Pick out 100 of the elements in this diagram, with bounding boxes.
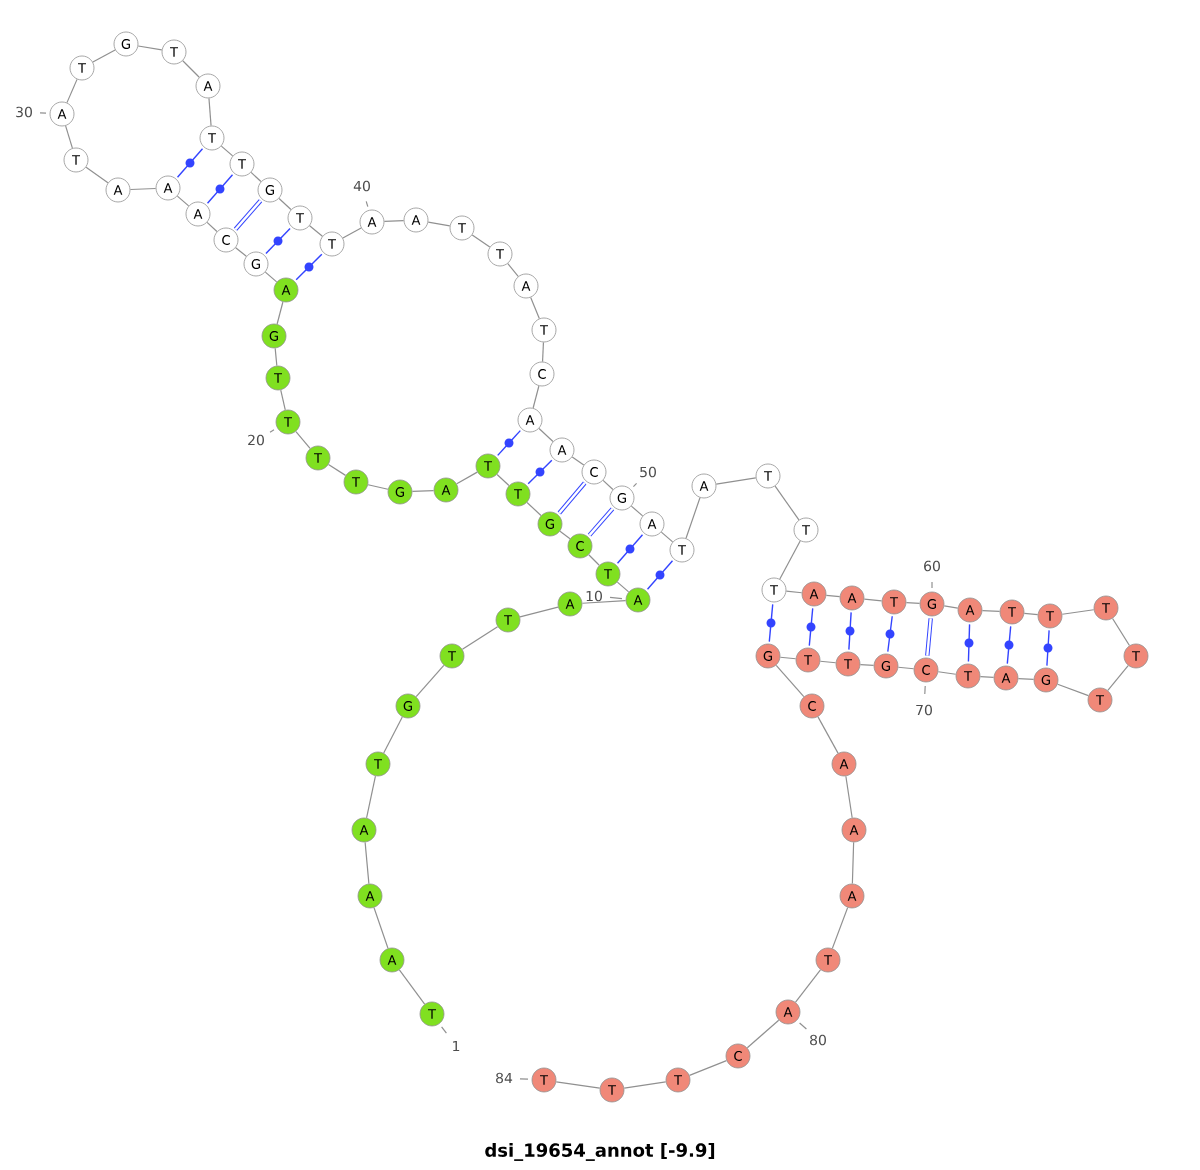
backbone-line [1023, 612, 1039, 616]
backbone-line [220, 145, 234, 157]
base-pair-line [527, 459, 553, 485]
backbone-line [937, 671, 957, 675]
backbone-line [276, 301, 284, 325]
backbone-line [250, 171, 262, 183]
backbone-line [541, 341, 545, 363]
base-pair-line [295, 253, 323, 281]
backbone-line [526, 501, 542, 517]
backbone-line [364, 841, 370, 885]
backbone-line [794, 969, 822, 1003]
backbone-line [383, 716, 403, 754]
backbone-line [602, 479, 614, 491]
base-pair-line [1043, 629, 1053, 667]
backbone-line [137, 45, 163, 51]
backbone-line [309, 225, 323, 237]
base-pair-line [233, 199, 263, 231]
backbone-line [411, 489, 435, 493]
backbone-line [555, 1081, 601, 1089]
backbone-line [206, 221, 218, 233]
backbone-line [383, 219, 405, 222]
backbone-line [581, 600, 627, 604]
backbone-line [461, 626, 499, 650]
backbone-line [373, 907, 389, 949]
backbone-line [235, 247, 247, 257]
backbone-line [1107, 665, 1129, 691]
backbone-line [979, 676, 995, 678]
backbone-line [398, 969, 426, 1005]
backbone-line [208, 97, 212, 127]
backbone-line [905, 602, 921, 604]
base-pair-line [845, 611, 855, 651]
backbone-line [571, 456, 585, 466]
backbone-line [851, 841, 855, 885]
base-pair-line [806, 607, 816, 647]
backbone-line [264, 271, 278, 283]
backbone-line [775, 664, 805, 698]
caption: dsi_19654_annot [-9.9] [485, 1143, 715, 1161]
backbone-line [538, 427, 554, 443]
backbone-line [176, 195, 190, 207]
base-pair-line [616, 534, 644, 564]
base-pair-line [885, 615, 895, 653]
backbone-line [845, 775, 853, 819]
base-pair-line [265, 227, 291, 255]
backbone-line [471, 234, 491, 248]
backbone-line [1017, 678, 1035, 680]
backbone-line [1061, 609, 1095, 615]
backbone-line [715, 477, 757, 485]
backbone-line [630, 505, 644, 517]
backbone-line [532, 385, 540, 409]
backbone-line [519, 606, 559, 618]
backbone-line [623, 1081, 667, 1089]
backbone-line [367, 484, 389, 490]
backbone-line [825, 594, 841, 598]
backbone-line [427, 221, 451, 227]
backbone-line [365, 775, 377, 819]
backbone-line [496, 473, 510, 487]
backbone-line [66, 78, 78, 104]
backbone-line [831, 907, 849, 949]
backbone-line [92, 49, 116, 63]
backbone-line [943, 605, 959, 609]
backbone-line [685, 497, 701, 539]
backbone-line [182, 60, 200, 78]
base-pair-line [176, 148, 204, 178]
base-pair-line [925, 618, 933, 656]
backbone-line [863, 598, 883, 602]
backbone-line [1057, 683, 1089, 697]
backbone-line [981, 609, 1001, 612]
backbone-line [897, 666, 915, 670]
base-pair-line [964, 623, 974, 663]
backbone-line [456, 471, 478, 485]
backbone-line [295, 430, 311, 450]
backbone-line [65, 125, 73, 149]
backbone-line [1111, 617, 1131, 647]
backbone-line [342, 227, 362, 239]
backbone-line [688, 1060, 728, 1076]
base-pair-line [497, 429, 521, 457]
backbone-line [817, 716, 839, 754]
backbone-line [327, 464, 347, 476]
backbone-line [415, 664, 445, 698]
base-pair-line [206, 174, 234, 204]
backbone-line [129, 187, 157, 191]
backbone-line [779, 656, 797, 660]
backbone-line [85, 166, 109, 184]
backbone-line [280, 389, 286, 411]
backbone-line [660, 531, 674, 543]
base-pair-line [766, 603, 776, 643]
backbone-line [774, 485, 800, 521]
backbone-line [278, 197, 292, 211]
backbone-line [274, 347, 278, 367]
backbone-line [559, 530, 571, 540]
base-pair-line [557, 481, 587, 515]
backbone-line [746, 1019, 780, 1049]
backbone-line [779, 540, 801, 580]
backbone-line [588, 554, 600, 566]
backbone-line [530, 296, 540, 320]
backbone-line [616, 581, 630, 593]
backbone-line [859, 664, 875, 666]
base-pair-line [587, 507, 615, 537]
base-pair-line [1004, 625, 1014, 665]
base-pair-line [646, 560, 674, 590]
